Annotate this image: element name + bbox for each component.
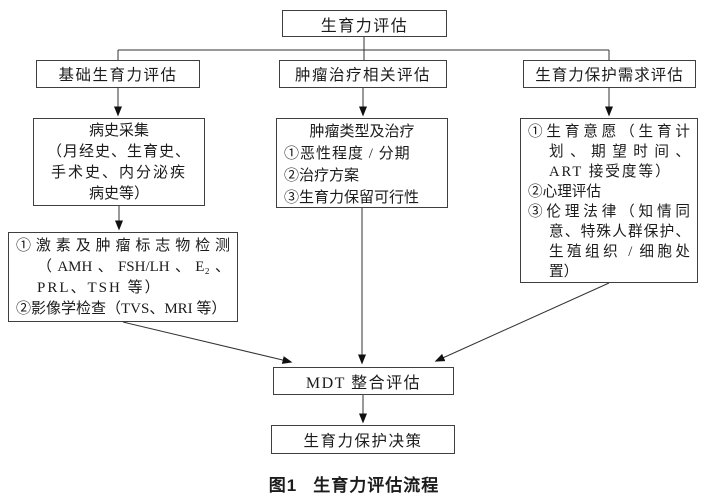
figure-number: 图1 [268,476,298,495]
need-detail-line: 划、期望时间、 [549,144,690,160]
lab-line: （AMH、FSH/LH、E₂、 [37,259,230,275]
tumor-detail-line: ③生育力保留可行性 [284,190,420,206]
need-detail-line: 意、特殊人群保护、 [549,224,690,240]
lab-line: ②影像学检查（TVS、MRI 等） [16,301,227,317]
edge-needdetail-mdt [434,282,610,362]
need-detail-line: 生殖组织 / 细胞处 [549,244,690,260]
node-need-details: ①生育意愿（生育计 划、期望时间、 ART 接受度等） ②心理评估 ③伦理法律（… [520,118,698,283]
node-preservation-decision: 生育力保护决策 [271,425,455,454]
node-tumor-type-treatment: 肿瘤类型及治疗 ①恶性程度 / 分期 ②治疗方案 ③生育力保留可行性 [276,118,448,208]
history-line: 病史等） [88,186,149,202]
figure-caption: 图1 生育力评估流程 [0,471,708,496]
need-detail-line: ART 接受度等） [549,164,672,180]
node-history-collection: 病史采集 （月经史、生育史、 手术史、内分泌疾 病史等） [33,118,205,206]
need-detail-line: ③伦理法律（知情同 [528,204,690,220]
node-preservation-need-assessment: 生育力保护需求评估 [523,60,696,88]
edge-lab-mdt [122,321,293,364]
figure-title: 生育力评估流程 [313,476,440,495]
need-detail-line: 置） [549,264,579,280]
node-tumor-treatment-assessment: 肿瘤治疗相关评估 [279,60,447,88]
node-fertility-assessment: 生育力评估 [282,10,447,37]
node-basic-fertility-assessment: 基础生育力评估 [36,60,200,88]
history-line: 手术史、内分泌疾 [50,165,187,181]
node-lab-imaging-tests: ①激素及肿瘤标志物检测 （AMH、FSH/LH、E₂、 PRL、TSH 等） ②… [8,232,238,322]
lab-line: ①激素及肿瘤标志物检测 [16,238,230,254]
history-line: 病史采集 [88,123,149,139]
lab-line: PRL、TSH 等） [37,280,162,296]
node-mdt-integrated-assessment: MDT 整合评估 [273,367,454,395]
tumor-detail-line: ①恶性程度 / 分期 [284,146,411,162]
need-detail-line: ②心理评估 [528,184,601,200]
tumor-detail-line: ②治疗方案 [284,168,360,184]
history-line: （月经史、生育史、 [46,144,191,160]
tumor-detail-line: 肿瘤类型及治疗 [309,124,415,140]
need-detail-line: ①生育意愿（生育计 [528,124,690,140]
